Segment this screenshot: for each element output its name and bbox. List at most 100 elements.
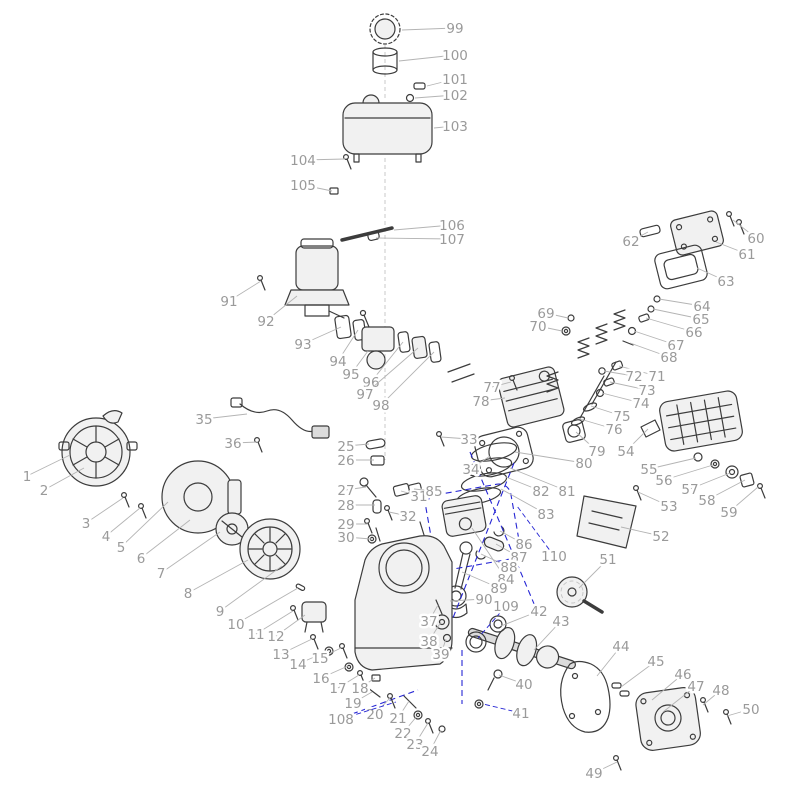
leader-line — [105, 507, 141, 537]
leader-line — [601, 392, 642, 404]
leader-line — [620, 660, 657, 688]
recoil-starter-icon — [58, 410, 138, 487]
part-number: 17 — [329, 681, 346, 697]
part-callout-61: 61 — [715, 241, 758, 266]
fuel-line-icon — [340, 226, 394, 242]
part-number: 38 — [420, 634, 437, 650]
part-number: 51 — [599, 552, 616, 568]
part-callout-98: 98 — [370, 351, 435, 417]
leader-line — [345, 536, 372, 540]
part-number: 100 — [442, 48, 468, 64]
part-number: 31 — [410, 489, 427, 505]
leader-line — [398, 54, 456, 62]
leader-line — [352, 691, 373, 704]
part-callout-42: 42 — [500, 602, 550, 627]
leader-line — [603, 370, 635, 377]
leader-line — [471, 527, 507, 580]
part-number: 59 — [720, 505, 737, 521]
carburetor-group — [334, 309, 475, 383]
part-callout-46: 46 — [651, 665, 694, 701]
crankshaft-icon — [467, 626, 576, 670]
part-number: 7 — [157, 566, 166, 582]
part-number: 106 — [439, 218, 465, 234]
leader-line — [26, 454, 71, 477]
part-number: 58 — [698, 493, 715, 509]
leader-line — [402, 715, 418, 734]
leader-line — [275, 614, 306, 637]
part-number: 65 — [692, 312, 709, 328]
leader-line — [364, 347, 419, 395]
part-callout-110: 110 — [516, 505, 569, 568]
part-number: 69 — [537, 306, 554, 322]
part-callout-52: 52 — [620, 527, 672, 548]
part-number: 1 — [23, 469, 32, 485]
leader-line — [232, 441, 259, 444]
part-callout-94: 94 — [327, 329, 359, 373]
part-callout-53: 53 — [637, 491, 680, 518]
part-number: 79 — [588, 444, 605, 460]
part-callout-51: 51 — [578, 550, 619, 589]
exhaust-gasket-icon — [562, 419, 586, 443]
part-callout-47: 47 — [662, 677, 707, 713]
fan-cover-icon — [161, 460, 242, 534]
leader-line — [219, 565, 283, 612]
part-number: 33 — [460, 432, 477, 448]
leader-line — [728, 486, 759, 513]
part-number: 60 — [747, 231, 764, 247]
part-callout-71: 71 — [618, 365, 668, 388]
part-callout-87: 87 — [495, 543, 530, 569]
part-callout-38: 38 — [418, 621, 442, 653]
part-callout-95: 95 — [340, 350, 369, 386]
part-number: 55 — [640, 462, 657, 478]
part-number: 49 — [585, 766, 602, 782]
part-callout-105: 105 — [288, 176, 333, 197]
grommet-icon — [405, 93, 415, 103]
leader-line — [370, 341, 404, 383]
part-callout-82: 82 — [505, 476, 552, 503]
leader-line — [579, 418, 615, 430]
leader-line — [433, 125, 456, 129]
part-number: 53 — [660, 499, 677, 515]
part-number: 54 — [617, 444, 634, 460]
leader-line — [648, 457, 697, 470]
leader-line — [726, 708, 752, 717]
leader-line — [596, 645, 622, 677]
part-callout-55: 55 — [638, 457, 697, 481]
leader-line — [160, 531, 221, 574]
leader-line — [375, 237, 453, 240]
part-number: 6 — [137, 551, 146, 567]
assembly-guides — [351, 451, 541, 715]
part-callout-28: 28 — [335, 496, 375, 517]
leader-line — [633, 330, 677, 346]
part-number: 4 — [102, 529, 111, 545]
leader-line — [514, 451, 585, 464]
leader-line — [645, 317, 695, 333]
part-callout-97: 97 — [354, 347, 419, 406]
part-number: 74 — [632, 396, 649, 412]
part-number: 11 — [247, 627, 264, 643]
breather-parts — [359, 438, 423, 544]
bearing-icon — [465, 631, 487, 653]
bolt-icon — [120, 492, 130, 508]
leader-line — [140, 519, 191, 559]
part-number: 22 — [394, 726, 411, 742]
part-number: 30 — [337, 530, 354, 546]
part-callout-35: 35 — [193, 410, 248, 431]
part-callout-41: 41 — [482, 704, 532, 725]
leader-line — [393, 224, 453, 231]
part-callout-64: 64 — [658, 297, 713, 318]
part-number: 92 — [257, 314, 274, 330]
part-callout-81: 81 — [509, 467, 578, 503]
leader-line — [428, 604, 439, 622]
leader-line — [658, 298, 703, 307]
part-number: 34 — [462, 462, 479, 478]
dowel-pin-icon — [619, 690, 630, 697]
oil-seal-icon — [489, 615, 507, 633]
clamp-icon — [413, 82, 426, 90]
leader-line — [203, 413, 248, 420]
part-callout-17: 17 — [327, 674, 360, 700]
part-callout-102: 102 — [414, 86, 470, 107]
part-callout-3: 3 — [79, 497, 124, 535]
